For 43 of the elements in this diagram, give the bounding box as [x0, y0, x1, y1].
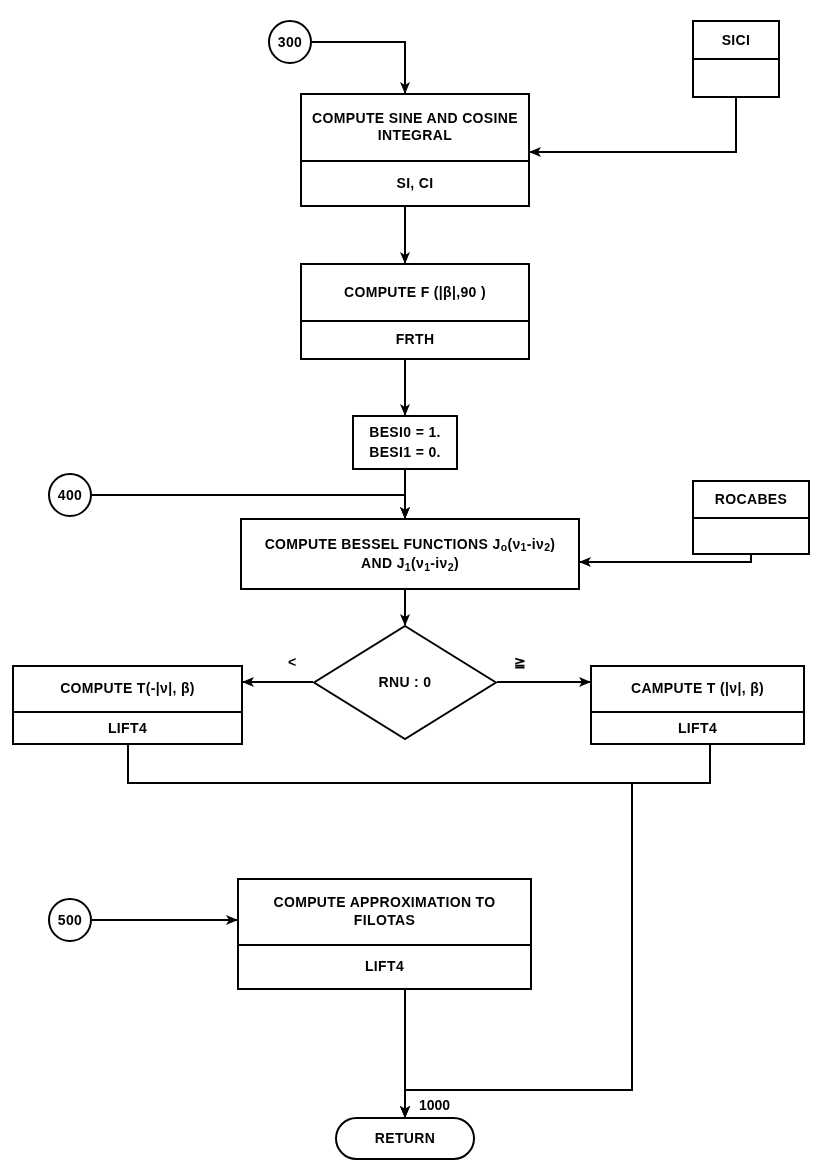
subroutine-name: LIFT4: [677, 718, 718, 738]
arrow: [400, 359, 410, 416]
arrow: [311, 41, 410, 94]
circle-label: 500: [57, 910, 83, 930]
terminal-text: RETURN: [374, 1129, 436, 1148]
decision-text: RNU : 0: [378, 673, 432, 692]
subroutine-name: SICI: [721, 30, 751, 50]
process-text: COMPUTE BESSEL FUNCTIONS J$_{o}$(ν$_{1}$-iν$_{2}$) AND J$_{1}$(ν$_{1}$-iν$_{2}$): [263, 534, 557, 574]
step-number: 1000: [419, 1097, 451, 1113]
process-text: COMPUTE APPROXIMATION TO FILOTAS: [272, 894, 497, 930]
arrow: [91, 494, 410, 519]
subroutine-name: ROCABES: [714, 489, 788, 509]
process-text: BESI0 = 1.: [369, 423, 441, 443]
process-box: [240, 518, 580, 590]
decision-diamond: [313, 625, 497, 740]
arrow: [400, 589, 410, 626]
process-box: [300, 263, 530, 360]
arrow: [529, 97, 737, 157]
subroutine-name: LIFT4: [107, 718, 148, 738]
process-box: [352, 415, 458, 470]
process-text: COMPUTE SINE AND COSINE INTEGRAL: [311, 109, 519, 145]
subroutine-name: SI, CI: [396, 173, 434, 193]
arrow: [400, 206, 410, 264]
subroutine-box: [692, 20, 780, 98]
subroutine-box: [692, 480, 810, 555]
arrow: [91, 915, 238, 925]
arrow: [242, 677, 314, 687]
subroutine-name: LIFT4: [364, 957, 405, 977]
terminal-box: [335, 1117, 475, 1160]
process-box: [300, 93, 530, 207]
process-text: COMPUTE T(-|ν|, β): [60, 680, 195, 698]
arrow: [579, 554, 752, 567]
subroutine-name: FRTH: [395, 330, 435, 350]
process-box: [12, 665, 243, 745]
circle-label: 400: [57, 485, 83, 505]
process-text: CAMPUTE T (|ν|, β): [630, 680, 765, 698]
process-text: COMPUTE F (|β|,90 ): [343, 283, 486, 302]
process-text: BESI1 = 0.: [369, 442, 441, 462]
arrow: [400, 989, 410, 1118]
circle-label: 300: [277, 32, 303, 52]
process-box: [237, 878, 532, 990]
arrow: [496, 677, 591, 687]
process-box: [590, 665, 805, 745]
